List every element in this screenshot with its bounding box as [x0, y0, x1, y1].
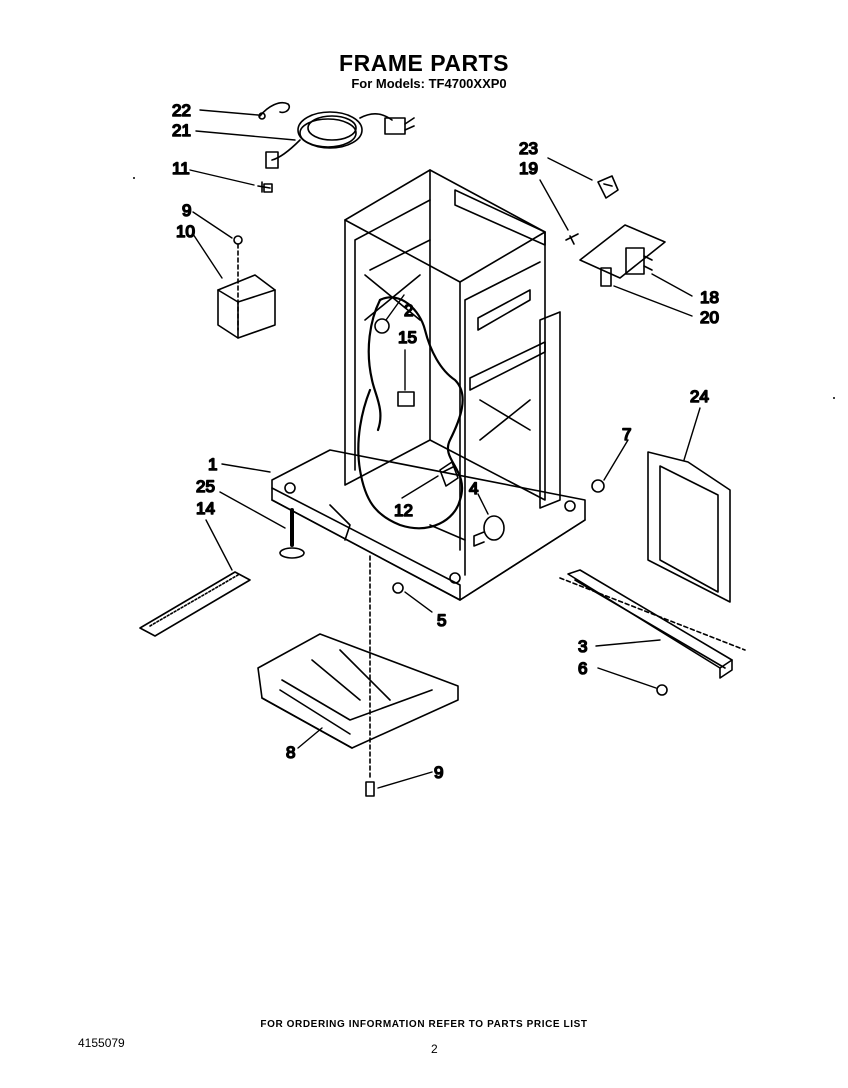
cord-clip	[258, 101, 291, 120]
bushing-12	[439, 461, 459, 487]
base-pan-8	[257, 633, 459, 749]
callout-20: 20	[700, 308, 719, 327]
side-panel-24	[647, 451, 731, 603]
screw-9-bottom	[365, 555, 375, 797]
callout-24: 24	[690, 387, 709, 406]
callout-15: 15	[398, 328, 417, 347]
page-title: FRAME PARTS	[339, 50, 509, 76]
callout-9-bottom: 9	[434, 763, 443, 782]
callout-5: 5	[437, 611, 446, 630]
callout-7: 7	[622, 425, 631, 444]
power-cord	[265, 111, 415, 169]
callout-19: 19	[519, 159, 538, 178]
callout-3: 3	[578, 637, 587, 656]
switch-18	[579, 224, 666, 287]
callout-11: 11	[172, 159, 190, 178]
callout-labels: 22 21 11 9 10 23 19 18 20 2 15 24 7 1 25…	[171, 100, 720, 783]
motor-4	[473, 515, 505, 547]
nut-5	[392, 582, 404, 594]
callout-4: 4	[469, 479, 478, 498]
callout-22: 22	[172, 101, 191, 120]
screw-6	[656, 684, 668, 696]
model-subtitle: For Models: TF4700XXP0	[351, 76, 507, 91]
rail-3	[559, 569, 746, 679]
screw-19	[565, 233, 579, 245]
leader-lines	[189, 109, 701, 789]
grommet-2	[374, 318, 390, 334]
callout-2: 2	[404, 301, 413, 320]
callout-8: 8	[286, 743, 295, 762]
callout-21: 21	[172, 121, 191, 140]
callout-18: 18	[700, 288, 719, 307]
frame-tower	[344, 169, 561, 551]
callout-14: 14	[196, 499, 215, 518]
frame-base	[271, 449, 586, 601]
callout-1: 1	[208, 455, 217, 474]
clip-23	[597, 175, 619, 199]
callout-9: 9	[182, 201, 191, 220]
bracket-10	[217, 235, 276, 339]
document-number: 4155079	[78, 1036, 125, 1050]
callout-10: 10	[176, 222, 195, 241]
screw-11	[257, 181, 273, 193]
callout-12: 12	[394, 501, 413, 520]
nut-7	[591, 479, 605, 493]
page-number: 2	[431, 1042, 438, 1056]
callout-23: 23	[519, 139, 538, 158]
callout-6: 6	[578, 659, 587, 678]
ordering-note: FOR ORDERING INFORMATION REFER TO PARTS …	[260, 1019, 588, 1030]
callout-25: 25	[196, 477, 215, 496]
connector-15	[397, 391, 415, 407]
leveling-leg-25	[279, 508, 305, 559]
foam-strip-14	[139, 571, 251, 637]
